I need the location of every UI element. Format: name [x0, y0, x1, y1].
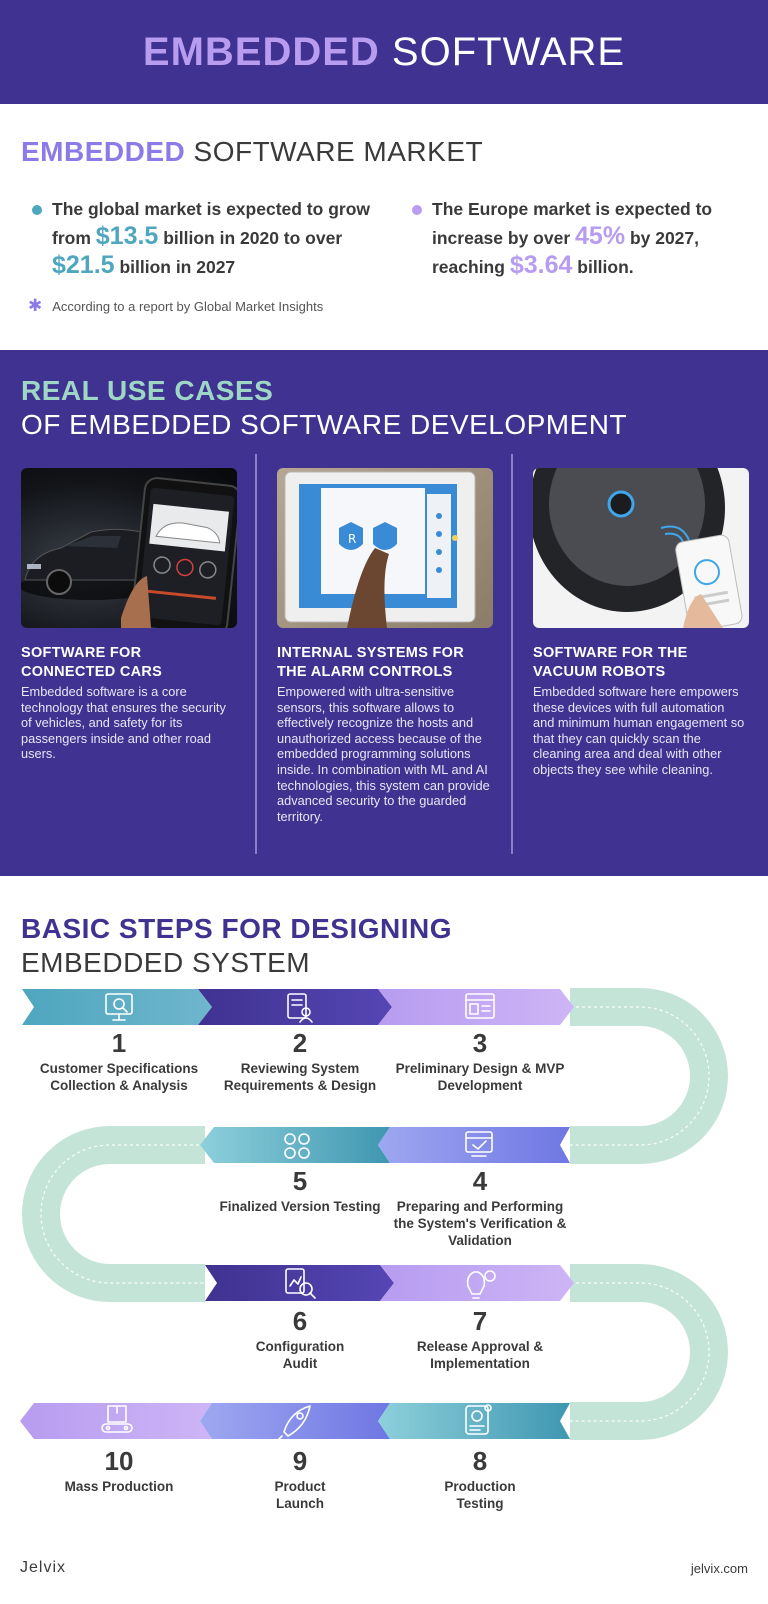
design-steps-title-accent: BASIC STEPS FOR DESIGNING	[21, 913, 452, 944]
use-cases-title-accent: REAL USE CASES	[21, 375, 274, 406]
magnifier-screen-icon	[105, 993, 133, 1021]
step-6-number: 6	[292, 1306, 308, 1336]
step-3-arrow	[378, 989, 574, 1025]
step-9-label: Product Launch	[274, 1479, 326, 1511]
vacuum-robots-title: SOFTWARE FOR THE VACUUM ROBOTS	[533, 645, 688, 680]
step-5-number: 5	[292, 1166, 308, 1196]
alarm-controls-title: INTERNAL SYSTEMS FOR THE ALARM CONTROLS	[277, 645, 464, 680]
step-10-arrow	[20, 1403, 212, 1439]
step-8-label: Production Testing	[444, 1479, 516, 1511]
vacuum-robots-text: Embedded software here empowers these de…	[533, 684, 745, 777]
step-2-label: Reviewing System Requirements & Design	[223, 1061, 377, 1093]
layout-window-icon	[465, 993, 495, 1019]
rocket-icon	[277, 1405, 311, 1441]
source-text: According to a report by Global Market I…	[52, 298, 324, 314]
europe-growth-value: 45%	[575, 222, 626, 250]
alarm-panel-illustration: R	[284, 471, 476, 628]
connected-car-photo	[21, 468, 237, 628]
tablet-chart-icon	[465, 1404, 492, 1435]
use-case-connected-cars: SOFTWARE FOR CONNECTED CARS Embedded sof…	[21, 468, 237, 762]
vacuum-robot-photo	[533, 468, 749, 628]
page-header: EMBEDDED SOFTWARE	[0, 0, 768, 104]
steps-roadmap	[20, 988, 728, 1441]
teal-bullet-dot	[32, 205, 42, 215]
step-2-arrow	[198, 989, 392, 1025]
step-10-label: Mass Production	[64, 1479, 174, 1494]
market-title: EMBEDDED SOFTWARE MARKET	[21, 136, 483, 168]
global-value-2020: $13.5	[95, 222, 159, 250]
column-divider	[255, 454, 257, 854]
vacuum-robot-illustration	[533, 468, 743, 628]
global-text-2: billion in 2020 to over	[163, 228, 343, 248]
step-10-number: 10	[104, 1446, 134, 1476]
page-title: EMBEDDED SOFTWARE	[143, 30, 625, 75]
step-6-label: Configuration Audit	[255, 1339, 345, 1371]
step-1-label: Customer Specifications Collection & Ana…	[39, 1061, 199, 1093]
gears-icon	[284, 1133, 310, 1159]
use-case-alarm-controls: R INTERNAL SYSTEMS FOR THE ALARM CONTROL…	[277, 468, 493, 824]
step-4-label: Preparing and Performing the System's Ve…	[393, 1199, 567, 1248]
step-7-number: 7	[472, 1306, 488, 1336]
global-text-3: billion in 2027	[119, 257, 236, 277]
use-cases-title-rest: OF EMBEDDED SOFTWARE DEVELOPMENT	[21, 409, 628, 440]
column-divider	[511, 454, 513, 854]
europe-text-2: by 2027, reaching	[432, 228, 700, 277]
europe-market-value: $3.64	[509, 251, 573, 279]
jelvix-logo: Jelvix	[20, 1559, 67, 1576]
step-9-number: 9	[292, 1446, 308, 1476]
europe-text-3: billion.	[577, 257, 634, 277]
step-3-label: Preliminary Design & MVP Development	[395, 1061, 565, 1093]
step-1-number: 1	[111, 1028, 127, 1058]
purple-bullet-dot	[412, 205, 422, 215]
page-title-accent: EMBEDDED	[142, 29, 380, 74]
step-5-label: Finalized Version Testing	[219, 1199, 381, 1214]
asterisk-icon: ✱	[28, 296, 43, 315]
step-5-arrow	[200, 1127, 390, 1163]
step-8-number: 8	[472, 1446, 488, 1476]
design-steps-title-rest: EMBEDDED SYSTEM	[21, 947, 311, 978]
europe-market-bullet: The Europe market is expected to increas…	[412, 196, 762, 281]
step-7-label: Release Approval & Implementation	[416, 1339, 544, 1371]
market-title-accent: EMBEDDED	[21, 136, 186, 167]
connected-cars-title: SOFTWARE FOR CONNECTED CARS	[21, 645, 163, 680]
market-title-rest: SOFTWARE MARKET	[193, 136, 484, 167]
checklist-person-icon	[287, 993, 313, 1023]
step-2-number: 2	[292, 1028, 308, 1058]
alarm-panel-photo: R	[277, 468, 493, 628]
source-note: ✱ According to a report by Global Market…	[28, 296, 323, 316]
report-magnifier-icon	[285, 1268, 316, 1299]
step-3-number: 3	[472, 1028, 488, 1058]
lightbulb-gear-icon	[466, 1270, 496, 1299]
step-6-arrow	[205, 1265, 394, 1301]
step-1-arrow	[22, 989, 212, 1025]
box-conveyor-icon	[101, 1405, 133, 1433]
step-8-arrow	[378, 1403, 570, 1439]
connected-cars-text: Embedded software is a core technology t…	[21, 684, 226, 762]
step-7-arrow	[380, 1265, 574, 1301]
alarm-controls-text: Empowered with ultra-sensitive sensors, …	[277, 684, 490, 824]
step-9-arrow	[200, 1403, 390, 1439]
europe-text-1: The Europe market is expected to increas…	[432, 199, 713, 248]
global-value-2027: $21.5	[52, 251, 115, 279]
footer-url-link[interactable]: jelvix.com	[690, 1561, 748, 1576]
browser-check-icon	[465, 1131, 493, 1157]
global-market-bullet: The global market is expected to grow fr…	[32, 196, 392, 281]
market-section: EMBEDDED SOFTWARE MARKET The global mark…	[0, 104, 768, 350]
page-title-rest: SOFTWARE	[391, 29, 626, 74]
use-case-vacuum-robots: SOFTWARE FOR THE VACUUM ROBOTS Embedded …	[533, 468, 749, 778]
global-text-1: The global market is expected to grow fr…	[52, 199, 370, 248]
car-phone-illustration	[21, 477, 237, 628]
step-4-number: 4	[472, 1166, 488, 1196]
svg-text:R: R	[348, 532, 356, 546]
